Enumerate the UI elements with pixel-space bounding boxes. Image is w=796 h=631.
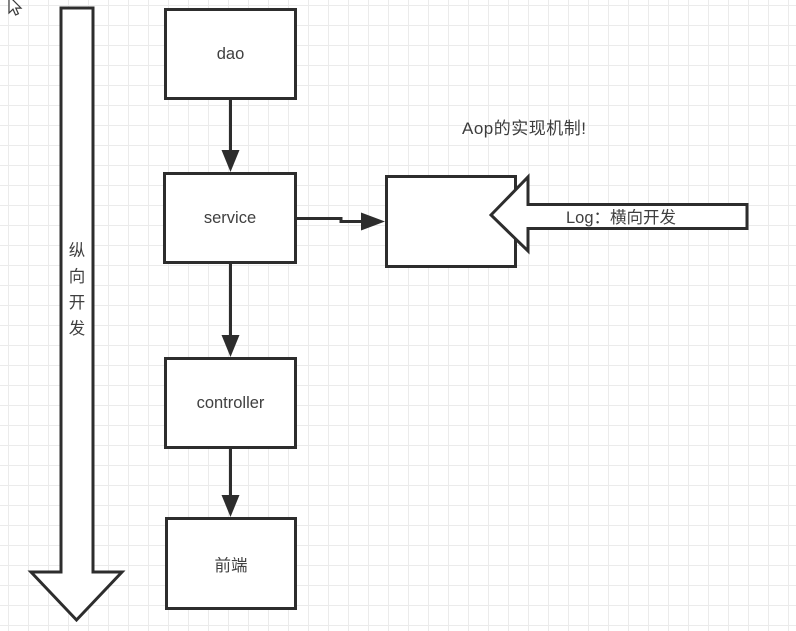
node-frontend[interactable]: 前端 (165, 517, 297, 610)
edge-service-aspect-arrowhead (361, 212, 385, 231)
edge-controller-frontend-arrowhead (221, 495, 240, 517)
edge-service-aspect[interactable] (297, 217, 362, 223)
node-service[interactable]: service (163, 172, 297, 264)
node-service-label: service (203, 208, 257, 227)
edge-service-controller-arrowhead (221, 335, 240, 357)
node-frontend-label: 前端 (214, 556, 248, 575)
aop-annotation-text: Aop的实现机制! (462, 119, 587, 138)
node-aspect-empty[interactable] (385, 175, 517, 268)
vertical-arrow-label: 纵向开发 (68, 242, 86, 338)
node-controller-label: controller (196, 393, 265, 412)
edge-dao-service-arrowhead (221, 150, 240, 172)
node-controller[interactable]: controller (164, 357, 297, 449)
node-dao[interactable]: dao (164, 8, 297, 100)
horizontal-arrow-label: Log：横向开发 (565, 209, 677, 227)
node-dao-label: dao (216, 44, 245, 63)
mouse-cursor-icon (8, 0, 23, 16)
